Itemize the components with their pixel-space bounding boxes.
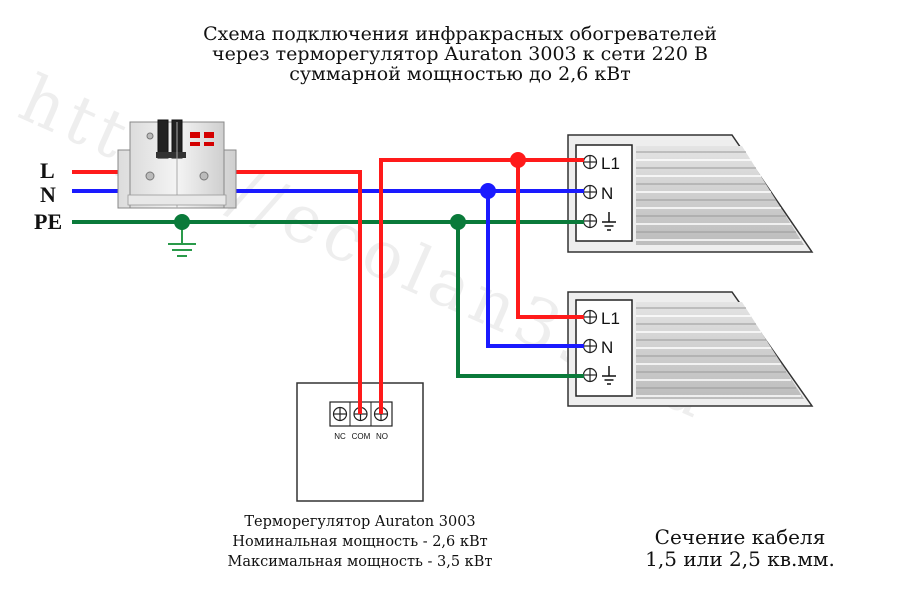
line-to-com-wire — [232, 170, 362, 414]
cable-caption: Сечение кабеля 1,5 или 2,5 кв.мм. — [600, 526, 880, 570]
heater-1-screw-pe — [582, 213, 598, 229]
heater-2-label-n: N — [601, 338, 613, 357]
breaker-indicator — [190, 132, 200, 138]
heater-1-ground-icon — [602, 212, 616, 231]
cable-caption-line-2: 1,5 или 2,5 кв.мм. — [645, 547, 835, 571]
thermostat-caption-line-3: Максимальная мощность - 3,5 кВт — [227, 554, 493, 570]
thermostat-caption-line-2: Номинальная мощность - 2,6 кВт — [232, 534, 488, 550]
earth-junction-dot-heaters — [450, 214, 466, 230]
circuit-breaker — [117, 119, 237, 209]
line-junction-dot — [510, 152, 526, 168]
earth-junction-dot-ground — [174, 214, 190, 230]
heater-2-fins — [636, 302, 804, 399]
thermostat-caption-line-1: Терморегулятор Auraton 3003 — [244, 514, 476, 530]
thermostat-label-com: COM — [352, 432, 371, 441]
neutral-wire-heater-2 — [486, 191, 584, 348]
cable-caption-line-1: Сечение кабеля — [654, 525, 826, 549]
heater-1-screw-l — [582, 154, 598, 170]
label-n: N — [40, 182, 56, 207]
earth-wire-heater-2 — [456, 222, 584, 378]
heater-2-screw-n — [582, 338, 598, 354]
label-pe: PE — [34, 209, 63, 234]
heater-2-screw-l — [582, 309, 598, 325]
title-line-3: суммарной мощностью до 2,6 кВт — [289, 63, 631, 85]
thermostat-label-nc: NC — [334, 432, 346, 441]
heater-1: L1 N — [567, 134, 814, 253]
title-line-1: Схема подключения инфракрасных обогреват… — [203, 23, 717, 45]
thermostat-screw-nc — [332, 406, 348, 422]
heater-1-label-l1: L1 — [601, 154, 620, 173]
junction-dots — [174, 152, 526, 230]
heater-2-screw-pe — [582, 367, 598, 383]
heater-2: L1 N — [567, 291, 814, 407]
neutral-wires — [72, 189, 584, 348]
thermostat-caption: Терморегулятор Auraton 3003 Номинальная … — [190, 512, 530, 572]
heater-2-ground-icon — [602, 366, 616, 385]
title-line-2: через терморегулятор Auraton 3003 к сети… — [212, 43, 708, 65]
label-l: L — [40, 158, 55, 183]
heater-2-label-l1: L1 — [601, 309, 620, 328]
heater-1-screw-n — [582, 184, 598, 200]
heater-1-fins — [636, 146, 804, 245]
heater-1-label-n: N — [601, 184, 613, 203]
thermostat-label-no: NO — [376, 432, 388, 441]
diagram-title: Схема подключения инфракрасных обогреват… — [0, 24, 900, 84]
earth-wires — [72, 220, 584, 378]
line-wire-heater-2 — [516, 160, 584, 319]
neutral-junction-dot — [480, 183, 496, 199]
